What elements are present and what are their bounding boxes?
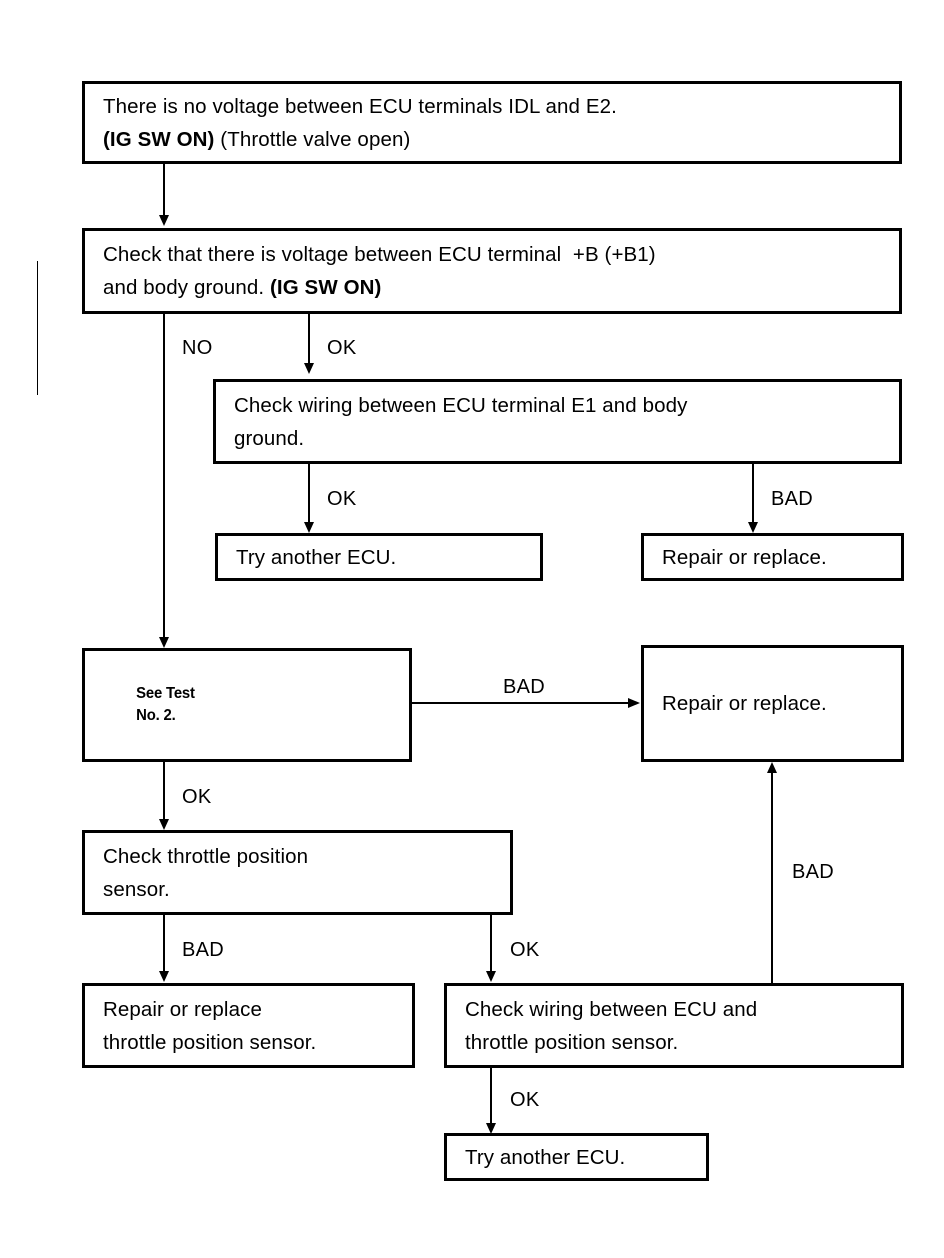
edge-n10-n11-line (490, 1068, 492, 1125)
edge-n6-n7-line (412, 702, 629, 704)
edge-n8-n9-arrowhead (159, 971, 169, 982)
edge-label-ok: OK (327, 488, 357, 510)
edge-n3-n5-arrowhead (748, 522, 758, 533)
edge-label-bad: BAD (771, 488, 814, 510)
revision-margin-mark (37, 261, 38, 395)
node-line: ground. (234, 426, 305, 450)
node-line-rest: (Throttle valve open) (214, 127, 411, 151)
edge-n10-n11-arrowhead (486, 1123, 496, 1134)
node-line: throttle position sensor. (465, 1030, 679, 1054)
edge-n10-n7-line (771, 773, 773, 985)
node-repair-or-replace-middle-right[interactable]: Repair or replace. (641, 645, 904, 762)
edge-label-no: NO (182, 337, 213, 359)
edge-n2-n3-line (308, 314, 310, 365)
node-repair-or-replace-throttle-position-sensor[interactable]: Repair or replace throttle position sens… (82, 983, 415, 1068)
bold-segment: (IG SW ON) (103, 127, 215, 151)
node-line: and body ground. (IG SW ON) (85, 271, 899, 304)
edge-label-bad: BAD (792, 861, 835, 883)
node-line: Check that there is voltage between ECU … (103, 243, 656, 266)
node-line: Try another ECU. (465, 1145, 626, 1169)
edge-label-bad: BAD (503, 676, 546, 698)
node-line: See Test (136, 685, 195, 702)
edge-n6-n8-line (163, 762, 165, 821)
edge-n2-n6-line (163, 314, 165, 641)
node-line: There is no voltage between ECU terminal… (103, 94, 617, 118)
edge-label-ok: OK (327, 337, 357, 359)
bold-segment: (IG SW ON) (269, 276, 382, 299)
node-line-rest: and body ground. (103, 276, 270, 299)
node-line: sensor. (103, 877, 170, 901)
edge-n3-n4-arrowhead (304, 522, 314, 533)
node-try-another-ecu-lower[interactable]: Try another ECU. (444, 1133, 709, 1181)
edge-label-ok: OK (182, 786, 212, 808)
edge-n3-n4-line (308, 464, 310, 524)
node-see-test-no-2[interactable]: See Test No. 2. (82, 648, 412, 762)
node-line: throttle position sensor. (103, 1030, 317, 1054)
node-line: Repair or replace. (662, 692, 827, 715)
edge-n2-n3-arrowhead (304, 363, 314, 374)
node-line: No. 2. (136, 707, 176, 724)
edge-label-bad: BAD (182, 939, 225, 961)
edge-n8-n9-line (163, 915, 165, 973)
node-check-wiring-ecu-throttle-position-sensor[interactable]: Check wiring between ECU and throttle po… (444, 983, 904, 1068)
edge-n10-n7-arrowhead (767, 762, 777, 773)
edge-label-ok: OK (510, 939, 540, 961)
edge-n8-n10-line (490, 915, 492, 973)
node-line: (IG SW ON) (Throttle valve open) (85, 123, 899, 156)
edge-n2-n6-arrowhead (159, 637, 169, 648)
node-line: Check wiring between ECU terminal E1 and… (234, 393, 688, 417)
node-line: Repair or replace. (662, 545, 827, 569)
node-check-throttle-position-sensor[interactable]: Check throttle position sensor. (82, 830, 513, 915)
edge-n3-n5-line (752, 464, 754, 524)
edge-n1-n2-arrowhead (159, 215, 169, 226)
node-line: Try another ECU. (236, 545, 397, 569)
edge-n6-n8-arrowhead (159, 819, 169, 830)
node-no-voltage-idl-e2[interactable]: There is no voltage between ECU terminal… (82, 81, 902, 164)
node-repair-or-replace-upper-right[interactable]: Repair or replace. (641, 533, 904, 581)
edge-label-ok: OK (510, 1089, 540, 1111)
edge-n6-n7-arrowhead (628, 698, 640, 708)
node-line: Repair or replace (103, 997, 262, 1021)
edge-n8-n10-arrowhead (486, 971, 496, 982)
node-check-wiring-e1-body-ground[interactable]: Check wiring between ECU terminal E1 and… (213, 379, 902, 464)
edge-n1-n2-line (163, 164, 165, 217)
node-line: Check wiring between ECU and (465, 997, 758, 1021)
node-line: Check throttle position (103, 844, 309, 868)
node-try-another-ecu-upper[interactable]: Try another ECU. (215, 533, 543, 581)
node-check-voltage-b-terminal[interactable]: Check that there is voltage between ECU … (82, 228, 902, 314)
